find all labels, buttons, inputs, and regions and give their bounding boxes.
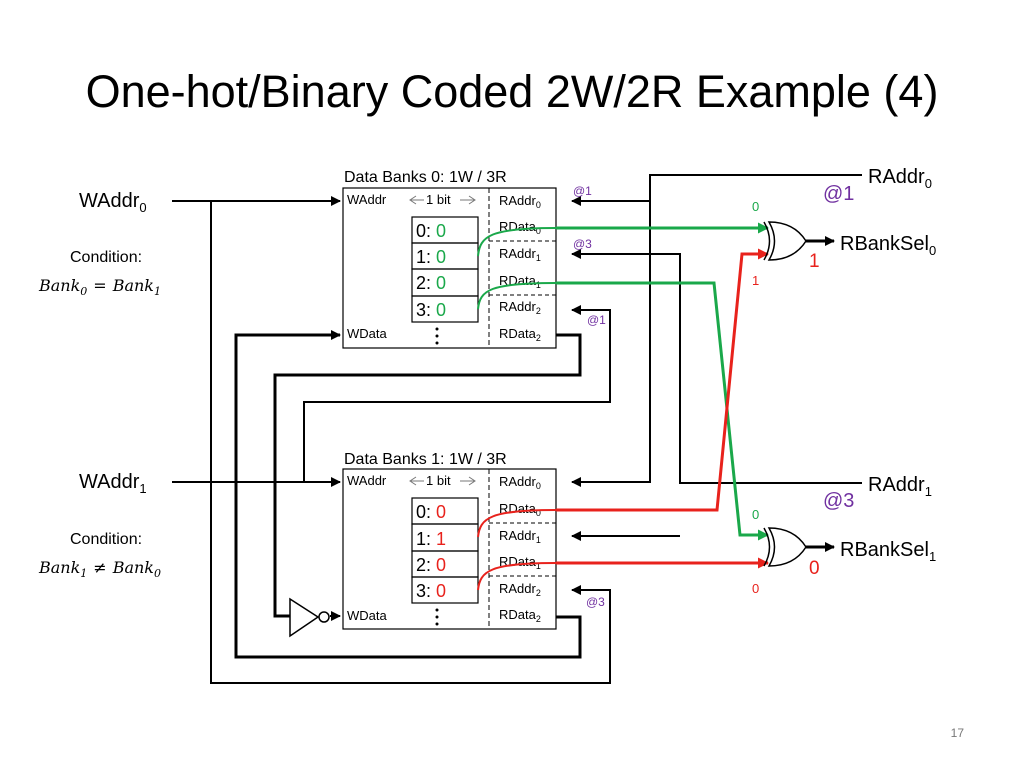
raddr0-bus [571, 174, 862, 487]
waddr1-label: WAddr1 [79, 471, 147, 496]
bank0-read1-curve [477, 282, 557, 310]
bank1-title: Data Banks 1: 1W / 3R [344, 451, 507, 468]
bank0-waddr-port: WAddr [347, 192, 387, 207]
bank1-cell-3: 3: 0 [416, 581, 446, 601]
bank0-width-label: 1 bit [426, 192, 451, 207]
bank0-annot-raddr2: @1 [587, 313, 606, 327]
raddr1-label: RAddr1 [868, 474, 932, 499]
bank1-wdata-port: WData [347, 608, 388, 623]
waddr0-to-bank1-raddr2-wire [210, 201, 611, 684]
slide-title: One-hot/Binary Coded 2W/2R Example (4) [85, 66, 939, 117]
wires [172, 174, 862, 684]
raddr0-label: RAddr0 [868, 166, 932, 191]
xor-gate-1 [763, 527, 807, 567]
bank1-box [342, 468, 557, 630]
bank1-port-raddr2: RAddr2 [499, 581, 541, 598]
bank1-read0-curve [477, 509, 557, 538]
condition0-expression: Bank0=Bank1 [38, 276, 161, 298]
data-bank-0: Data Banks 0: 1W / 3R WAddr WData 1 bit … [342, 169, 606, 349]
xor0-input-top-value: 0 [752, 199, 759, 214]
waddr0-label: WAddr0 [79, 190, 147, 215]
condition1-label: Condition: [70, 531, 142, 548]
bank0-port-rdata2: RData2 [499, 326, 541, 343]
inverter-gate [289, 597, 330, 638]
bank1-port-rdata2: RData2 [499, 607, 541, 624]
waddr1-to-bank0-raddr2-wire [303, 305, 611, 482]
xor1-input-bottom-value: 0 [752, 581, 759, 596]
xor0-input-bottom-value: 1 [752, 273, 759, 288]
rbanksel1-label: RBankSel1 [840, 539, 936, 564]
raddr1-bus [571, 249, 862, 484]
bank0-annot-raddr1: @3 [573, 237, 592, 251]
page-number: 17 [950, 726, 964, 740]
bank1-rdata0-path [556, 248, 769, 512]
bank0-cell-3: 3: 0 [416, 300, 446, 320]
bank0-box [342, 187, 557, 349]
xor1-output-value: 0 [809, 558, 820, 579]
raddr0-annot: @1 [823, 183, 854, 205]
bank0-read0-curve [477, 227, 557, 257]
xor0-output-value: 1 [809, 251, 820, 272]
bank0-title: Data Banks 0: 1W / 3R [344, 169, 507, 186]
read-data-paths [477, 222, 769, 591]
bank1-annot-raddr2: @3 [586, 595, 605, 609]
bank0-wdata-port: WData [347, 326, 388, 341]
condition0-label: Condition: [70, 249, 142, 266]
bank1-cell-2: 2: 0 [416, 555, 446, 575]
xor1-input-top-value: 0 [752, 507, 759, 522]
bank1-cell-1: 1: 1 [416, 529, 446, 549]
bank1-port-raddr0: RAddr0 [499, 474, 541, 491]
data-bank-1: Data Banks 1: 1W / 3R WAddr WData 1 bit … [342, 451, 605, 630]
bank0-port-raddr2: RAddr2 [499, 299, 541, 316]
bank0-cell-1: 1: 0 [416, 247, 446, 267]
bank0-port-raddr0: RAddr0 [499, 193, 541, 210]
rbanksel0-label: RBankSel0 [840, 233, 936, 258]
bank1-port-raddr1: RAddr1 [499, 528, 541, 545]
bank1-read1-curve [477, 562, 557, 591]
bank0-cell-0: 0: 0 [416, 221, 446, 241]
condition1-expression: Bank1≠Bank0 [38, 558, 161, 580]
bank0-cell-2: 2: 0 [416, 273, 446, 293]
bank1-waddr-port: WAddr [347, 473, 387, 488]
raddr1-annot: @3 [823, 490, 854, 512]
bank0-rdata2-wire [273, 333, 582, 618]
bank0-annot-raddr0: @1 [573, 184, 592, 198]
bank0-port-raddr1: RAddr1 [499, 246, 541, 263]
bank0-port-rdata1: RData1 [499, 273, 541, 290]
bank1-width-label: 1 bit [426, 473, 451, 488]
xor-gate-0 [763, 221, 807, 261]
bank1-rdata2-wire [234, 330, 582, 659]
bank1-cell-0: 0: 0 [416, 502, 446, 522]
